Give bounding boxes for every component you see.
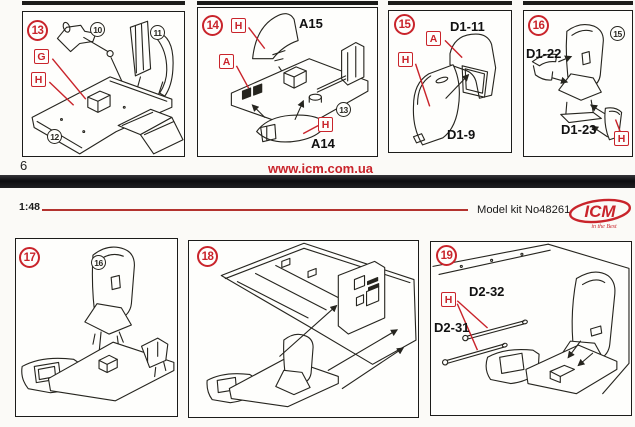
divider: [523, 1, 633, 5]
step-16-diagram: [531, 23, 623, 141]
part-label-a15: A15: [299, 16, 323, 31]
divider: [197, 1, 378, 5]
part-label-d1-23: D1-23: [561, 122, 597, 137]
step-19-diagram: [432, 243, 630, 395]
step-17-diagram: [21, 246, 175, 402]
letter-box-h: H: [398, 52, 413, 67]
step-16-panel: 16 15 D1-22 D1-23 H: [523, 10, 633, 157]
part-ref-16: 16: [91, 255, 106, 270]
letter-box-h-bottom: H: [318, 117, 333, 132]
step-18-panel: 18: [188, 240, 419, 418]
header-rule: [42, 209, 468, 211]
letter-box-g: G: [34, 49, 49, 64]
step-badge-17: 17: [19, 247, 40, 268]
step-badge-18: 18: [197, 246, 218, 267]
step-19-panel: 19 H D2-32 D2-31: [430, 241, 632, 416]
part-label-d2-32: D2-32: [469, 284, 505, 299]
part-label-d2-31: D2-31: [434, 320, 470, 335]
letter-box-a: A: [219, 54, 234, 69]
divider: [388, 1, 512, 5]
step-15-diagram: [412, 33, 497, 146]
part-label-d1-9: D1-9: [447, 127, 476, 142]
step-badge-14: 14: [202, 15, 223, 36]
website-url: www.icm.com.ua: [268, 161, 373, 176]
part-ref-11: 11: [150, 25, 165, 40]
icm-brand-logo: ICM in the Best: [568, 198, 632, 230]
page-edge-bar: [0, 175, 635, 188]
page-number: 6: [20, 158, 28, 173]
icm-logo-tagline: in the Best: [591, 224, 617, 230]
part-ref-12: 12: [47, 129, 62, 144]
part-ref-13: 13: [336, 102, 351, 117]
step-14-diagram: [230, 13, 369, 143]
letter-box-h: H: [614, 131, 629, 146]
step-badge-16: 16: [528, 15, 549, 36]
part-ref-15: 15: [610, 26, 625, 41]
letter-box-h: H: [441, 292, 456, 307]
part-ref-10: 10: [90, 22, 105, 37]
letter-box-a: A: [426, 31, 441, 46]
kit-number-label: Model kit No48261: [477, 204, 571, 216]
part-label-d1-11: D1-11: [450, 19, 485, 34]
part-label-a14: A14: [311, 136, 335, 151]
step-13-panel: 13 10 11 G H 12: [22, 11, 185, 157]
part-label-d1-22: D1-22: [526, 46, 562, 61]
divider: [22, 1, 185, 5]
step-badge-13: 13: [27, 20, 48, 41]
step-18-diagram: [206, 242, 417, 408]
step-14-panel: 14 H A15 A 13 H A14: [197, 7, 378, 157]
step-17-panel: 17 16: [15, 238, 178, 417]
scale-label: 1:48: [19, 201, 41, 213]
letter-box-h: H: [31, 72, 46, 87]
icm-logo-text: ICM: [584, 202, 616, 221]
step-badge-15: 15: [394, 14, 415, 35]
step-13-diagram: [31, 20, 184, 155]
step-15-panel: 15 D1-11 A H D1-9: [388, 10, 512, 153]
letter-box-h-top: H: [231, 18, 246, 33]
step-badge-19: 19: [436, 245, 457, 266]
